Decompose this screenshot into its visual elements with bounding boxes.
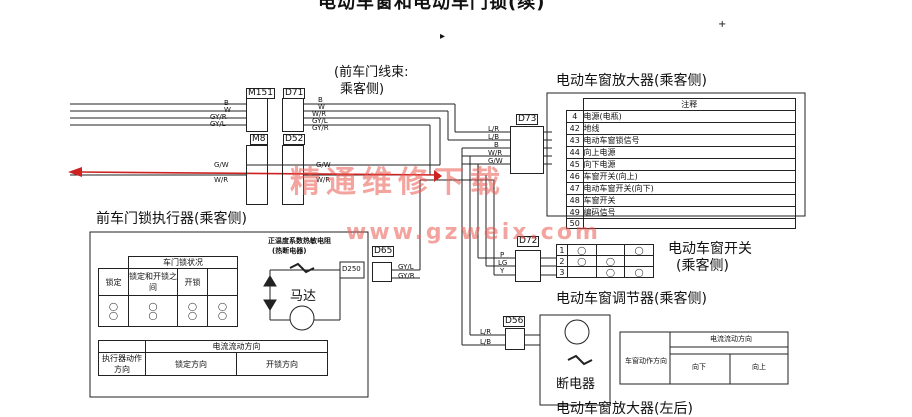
lock-state-col: 锁定和开锁之间	[127, 268, 179, 296]
watermark-url: www.gzweix.com	[346, 220, 601, 245]
amp-pin: 48	[566, 194, 584, 207]
actuator-current-table: 电流流动方向 执行器动作方向 锁定方向 开锁方向	[98, 340, 328, 376]
arrow-head-icon	[68, 167, 82, 177]
connector-m8-block	[246, 145, 268, 205]
wire-label: W/R	[312, 110, 327, 118]
thermistor-label: 正温度系数热敏电阻	[268, 237, 331, 245]
switch-title: 电动车窗开关	[668, 241, 752, 257]
amp-row: 编码信号	[582, 206, 796, 219]
wire-label: B	[318, 96, 323, 104]
connector-d52: D52	[283, 134, 306, 145]
connector-d71: D71	[283, 88, 306, 99]
amp-row: 向下电源	[582, 158, 796, 171]
switch-pin: 3	[556, 266, 568, 278]
regulator-title: 电动车窗调节器(乘客侧)	[556, 291, 707, 307]
connector-m151-block	[246, 98, 268, 132]
switch-pin: 1	[556, 244, 568, 256]
amp-pin: 42	[566, 122, 584, 135]
amp-header: 注释	[582, 98, 796, 111]
actuator-action-label: 执行器动作方向	[98, 352, 146, 376]
diagram-title: 电动车窗和电动车门锁(续)	[318, 0, 546, 13]
amp-row: 车窗开关	[582, 194, 796, 207]
amp-pin: 47	[566, 182, 584, 195]
wire-label: L/R	[488, 125, 500, 133]
connector-d72-block	[515, 250, 541, 282]
wire-label: GY/L	[210, 120, 226, 128]
amp-row: 车窗开关(向上)	[582, 170, 796, 183]
wire-label: W/R	[488, 149, 503, 157]
regulator-col-up: 向上	[752, 363, 766, 371]
connector-d52-block	[282, 145, 304, 205]
connector-d73: D73	[516, 114, 539, 125]
amp-row: 电源(电瓶)	[582, 110, 796, 123]
amp-pin: 46	[566, 170, 584, 183]
wire-label: GY/R	[398, 272, 415, 280]
amp-row: 电动车窗锁信号	[582, 134, 796, 147]
bottom-partial-title: 电动车窗放大器(左后)	[556, 401, 693, 417]
connector-d72: D72	[517, 236, 540, 247]
amp-row: 向上电源	[582, 146, 796, 159]
signal-arrow	[77, 171, 441, 176]
regulator-col-down: 向下	[692, 363, 706, 371]
connector-d250: D250	[342, 265, 361, 273]
lock-state-header: 车门锁状况	[127, 256, 239, 269]
actuator-title: 前车门锁执行器(乘客侧)	[96, 211, 247, 227]
wire-label: W/R	[214, 176, 229, 184]
wire-label: B	[494, 141, 499, 149]
wire-label: GY/R	[210, 113, 227, 121]
connector-d65-block	[372, 262, 392, 282]
harness-label: (前车门线束:	[334, 65, 409, 80]
wire-label: L/B	[480, 338, 492, 346]
wire-label: W	[318, 103, 325, 111]
watermark-text: 精通维修下载	[290, 165, 506, 200]
wire-label: L/B	[488, 133, 500, 141]
wire-label: L/R	[480, 328, 492, 336]
connector-d65: D65	[372, 246, 395, 257]
wire-label: G/W	[214, 161, 229, 169]
connector-d56-block	[505, 328, 525, 350]
wire-label: B	[224, 99, 229, 107]
regulator-breaker-label: 断电器	[556, 377, 596, 392]
regulator-current-header: 电流流动方向	[710, 335, 752, 343]
amp-row	[582, 218, 796, 229]
amp-row: 电动车窗开关(向下)	[582, 182, 796, 195]
wire-label: GY/L	[312, 117, 328, 125]
actuator-current-header: 电流流动方向	[145, 340, 328, 353]
switch-pin: 2	[556, 255, 568, 267]
lock-state-col: 锁定	[98, 268, 129, 296]
switch-table: 1◯◯ 2◯◯ 3◯◯	[556, 244, 654, 278]
amp-pin: 49	[566, 206, 584, 219]
connector-d71-block	[282, 98, 304, 132]
amp-pin: 45	[566, 158, 584, 171]
connector-m151: M151	[246, 88, 275, 99]
regulator-action-label: 车窗动作方向	[625, 357, 667, 365]
connector-d73-block	[510, 126, 544, 174]
wire-label: Y	[500, 267, 505, 275]
wire-label: W	[224, 106, 231, 114]
amp-row: 地线	[582, 122, 796, 135]
harness-label-line2: 乘客侧)	[340, 82, 385, 97]
lock-state-table: 车门锁状况 锁定 锁定和开锁之间 开锁 ◯◯◯◯◯◯◯◯	[98, 256, 239, 327]
amp-title: 电动车窗放大器(乘客侧)	[556, 73, 707, 89]
motor-label: 马达	[290, 289, 317, 304]
switch-title-line2: (乘客侧)	[676, 258, 729, 274]
wire-label: LG	[498, 259, 508, 267]
wire-label: GY/R	[312, 124, 329, 132]
lock-state-col: 开锁	[177, 268, 208, 296]
connector-m8: M8	[250, 134, 268, 145]
wire-label: G/W	[316, 161, 331, 169]
connector-d56: D56	[503, 316, 526, 327]
amp-pin: 43	[566, 134, 584, 147]
actuator-current-col: 锁定方向	[145, 352, 237, 376]
wire-label: W/R	[316, 176, 331, 184]
thermistor-label-line2: (热断电器)	[272, 247, 307, 255]
actuator-current-col: 开锁方向	[236, 352, 328, 376]
amp-pin: 44	[566, 146, 584, 159]
amp-pin: 4	[566, 110, 584, 123]
wire-label: GY/L	[398, 263, 414, 271]
wire-label: G/W	[488, 157, 503, 165]
wire-label: P	[500, 251, 505, 259]
